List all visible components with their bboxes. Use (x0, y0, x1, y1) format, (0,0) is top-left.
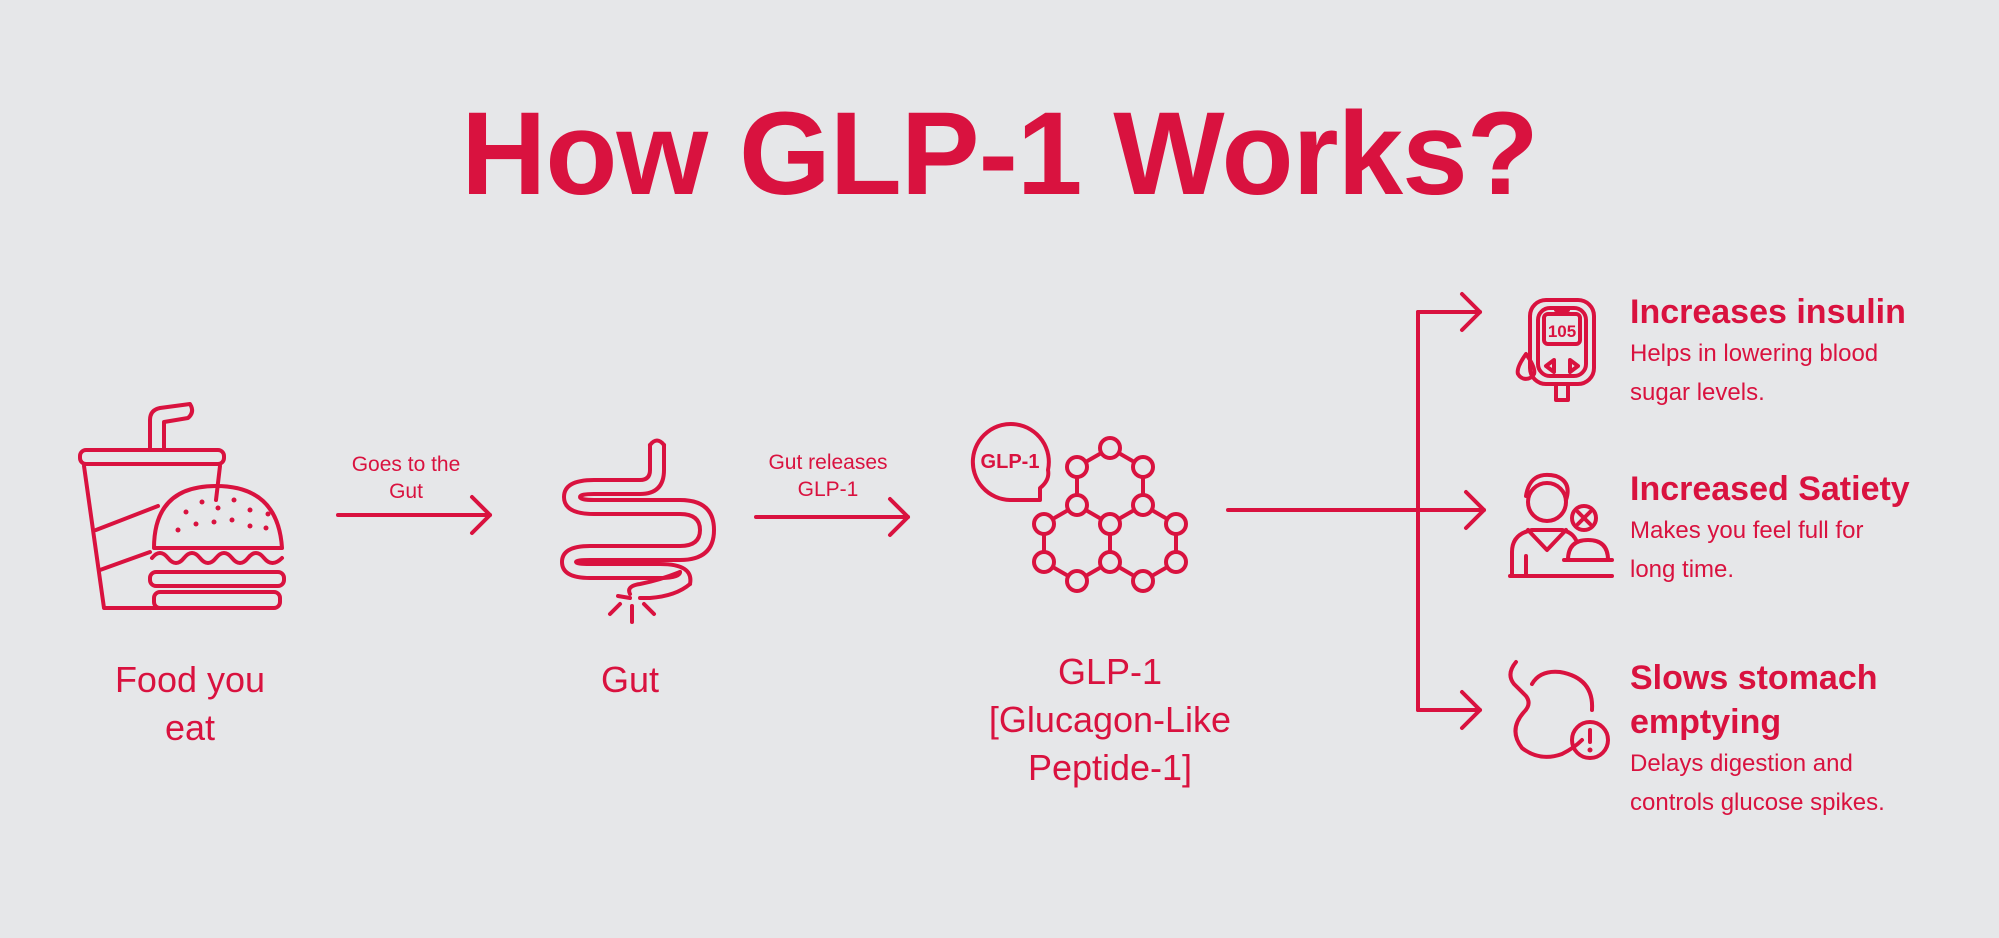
outcome-title: Increased Satiety (1630, 470, 1910, 508)
arrow-food-to-gut (336, 495, 492, 535)
person-full-icon (1508, 473, 1614, 578)
food-drink-burger-icon (78, 402, 286, 610)
page-title: How GLP-1 Works? (461, 88, 1539, 220)
outcome-title: Slows stomach (1630, 659, 1878, 697)
molecule-bubble-label: GLP-1 (981, 451, 1040, 473)
intestine-icon (560, 438, 716, 624)
outcome-desc: Delays digestion and (1630, 750, 1853, 777)
outcome-stomach: Slows stomach emptying Delays digestion … (1630, 656, 1990, 822)
edge-label-goes-to-gut: Goes to the Gut (351, 453, 461, 503)
outcome-title: emptying (1630, 703, 1782, 741)
step-label-food: Food you eat (114, 659, 266, 748)
outcome-title: Increases insulin (1630, 293, 1906, 331)
branch-arrows (1226, 292, 1486, 730)
molecule-icon (970, 422, 1188, 593)
outcome-desc: long time. (1630, 556, 1735, 583)
step-label-gut: Gut (600, 659, 660, 700)
glucometer-reading: 105 (1548, 322, 1576, 341)
outcome-desc: controls glucose spikes. (1630, 789, 1885, 816)
step-label-glp1: GLP-1 [Glucagon-Like Peptide-1] (988, 651, 1232, 788)
stomach-alert-icon (1508, 660, 1610, 760)
arrow-gut-to-glp1 (754, 497, 910, 537)
outcome-satiety: Increased Satiety Makes you feel full fo… (1630, 467, 1990, 589)
outcome-desc: Makes you feel full for (1630, 517, 1864, 544)
outcome-insulin: Increases insulin Helps in lowering bloo… (1630, 290, 1990, 412)
edge-label-gut-releases: Gut releases GLP-1 (768, 451, 888, 501)
outcome-desc: sugar levels. (1630, 379, 1765, 406)
glucometer-icon (1515, 298, 1596, 402)
outcome-desc: Helps in lowering blood (1630, 340, 1879, 367)
